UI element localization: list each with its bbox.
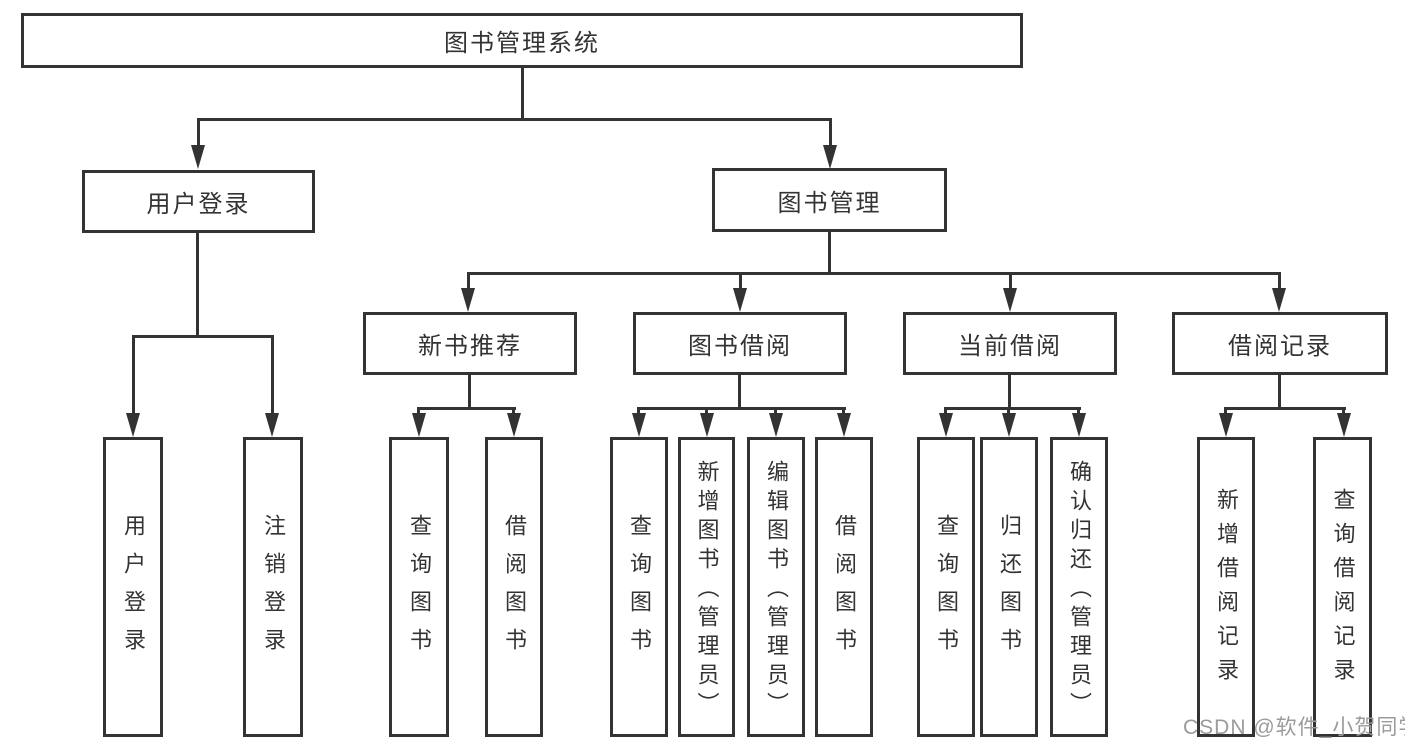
connector-to-rec-add <box>1224 407 1227 415</box>
arrowhead-borrow-records <box>1272 288 1286 312</box>
leaf-newbook-borrow: 借阅图书 <box>485 437 543 737</box>
arrowhead-current-borrow <box>1003 288 1017 312</box>
leaf-borrow-query-label: 查询图书 <box>627 514 652 666</box>
leaf-current-return: 归还图书 <box>980 437 1038 737</box>
node-borrow-records: 借阅记录 <box>1172 312 1388 375</box>
node-root: 图书管理系统 <box>21 13 1023 68</box>
connector-to-leaf-logout <box>271 335 274 414</box>
leaf-current-query-label: 查询图书 <box>934 514 959 666</box>
csdn-watermark: CSDN @软件_小贺同学 <box>1183 716 1405 739</box>
connector-to-current-borrow <box>1009 272 1012 290</box>
connector-bookborrow-stem <box>738 375 741 407</box>
leaf-logout-label: 注销登录 <box>261 514 286 666</box>
connector-to-cb-return <box>1007 407 1010 415</box>
arrowhead-bb-edit <box>769 413 783 437</box>
connector-currentborrow-crossbar <box>944 407 1081 410</box>
connector-records-crossbar <box>1224 407 1346 410</box>
connector-book-management-crossbar <box>467 272 1281 275</box>
connector-to-cb-query <box>944 407 947 415</box>
connector-to-newbook-query <box>417 407 420 415</box>
arrowhead-user-login <box>191 145 205 169</box>
connector-newbook-stem <box>468 375 471 407</box>
arrowhead-rec-query <box>1337 413 1351 437</box>
connector-to-bb-add <box>705 407 708 415</box>
node-book-management-label: 图书管理 <box>777 189 882 217</box>
connector-to-borrow-records <box>1278 272 1281 290</box>
node-book-borrow-label: 图书借阅 <box>688 333 792 360</box>
arrowhead-book-management <box>823 145 837 169</box>
arrowhead-rec-add <box>1219 413 1233 437</box>
leaf-borrow-borrow: 借阅图书 <box>815 437 873 737</box>
connector-to-newbook-borrow <box>512 407 515 415</box>
leaf-borrow-borrow-label: 借阅图书 <box>832 514 857 666</box>
arrowhead-leaf-logout <box>265 413 279 437</box>
connector-bookborrow-crossbar <box>637 407 846 410</box>
leaf-newbook-borrow-label: 借阅图书 <box>502 514 527 666</box>
arrowhead-new-book-recommend <box>461 288 475 312</box>
node-book-borrow: 图书借阅 <box>633 312 847 375</box>
arrowhead-cb-confirm <box>1072 413 1086 437</box>
connector-to-leaf-user-login <box>132 335 135 414</box>
arrowhead-newbook-query <box>412 413 426 437</box>
connector-to-book-borrow <box>739 272 742 290</box>
leaf-newbook-query: 查询图书 <box>389 437 449 737</box>
node-current-borrow-label: 当前借阅 <box>958 333 1062 360</box>
leaf-current-return-label: 归还图书 <box>997 514 1022 666</box>
connector-root-stem <box>521 68 524 118</box>
arrowhead-bb-add <box>700 413 714 437</box>
node-user-login-label: 用户登录 <box>146 191 251 218</box>
node-user-login: 用户登录 <box>82 170 315 233</box>
arrowhead-book-borrow <box>733 288 747 312</box>
leaf-borrow-add-admin-label: 新增图书（管理员） <box>694 459 720 721</box>
connector-records-stem <box>1278 375 1281 407</box>
arrowhead-bb-query <box>632 413 646 437</box>
node-borrow-records-label: 借阅记录 <box>1228 333 1332 360</box>
leaf-newbook-query-label: 查询图书 <box>407 514 432 666</box>
leaf-user-login: 用户登录 <box>103 437 163 737</box>
connector-newbook-crossbar <box>417 407 516 410</box>
leaf-current-confirm-admin-label: 确认归还（管理员） <box>1067 459 1092 721</box>
connector-to-rec-query <box>1342 407 1345 415</box>
arrowhead-newbook-borrow <box>507 413 521 437</box>
leaf-borrow-edit-admin-label: 编辑图书（管理员） <box>764 459 789 721</box>
leaf-record-query: 查询借阅记录 <box>1313 437 1372 737</box>
arrowhead-leaf-user-login <box>126 413 140 437</box>
node-new-book-recommend: 新书推荐 <box>363 312 577 375</box>
connector-root-to-user-login <box>197 118 200 147</box>
node-root-label: 图书管理系统 <box>444 30 600 57</box>
node-new-book-recommend-label: 新书推荐 <box>418 333 522 360</box>
leaf-record-add-label: 新增借阅记录 <box>1214 488 1239 692</box>
connector-to-bb-borrow <box>842 407 845 415</box>
leaf-record-query-label: 查询借阅记录 <box>1330 488 1356 692</box>
arrowhead-bb-borrow <box>837 413 851 437</box>
connector-user-login-stem <box>196 233 199 335</box>
connector-to-cb-confirm <box>1077 407 1080 415</box>
arrowhead-cb-return <box>1002 413 1016 437</box>
connector-book-management-stem <box>828 232 831 272</box>
leaf-current-query: 查询图书 <box>917 437 975 737</box>
leaf-borrow-query: 查询图书 <box>610 437 668 737</box>
connector-root-crossbar <box>197 118 832 121</box>
leaf-record-add: 新增借阅记录 <box>1197 437 1255 737</box>
arrowhead-cb-query <box>939 413 953 437</box>
leaf-current-confirm-admin: 确认归还（管理员） <box>1050 437 1108 737</box>
leaf-logout: 注销登录 <box>243 437 303 737</box>
connector-root-to-book-management <box>829 118 832 147</box>
leaf-borrow-edit-admin: 编辑图书（管理员） <box>747 437 805 737</box>
connector-currentborrow-stem <box>1008 375 1011 407</box>
leaf-borrow-add-admin: 新增图书（管理员） <box>678 437 735 737</box>
connector-to-bb-query <box>637 407 640 415</box>
connector-user-login-crossbar <box>132 335 274 338</box>
connector-to-bb-edit <box>774 407 777 415</box>
connector-to-new-book-recommend <box>467 272 470 290</box>
node-current-borrow: 当前借阅 <box>903 312 1117 375</box>
node-book-management: 图书管理 <box>712 168 947 232</box>
leaf-user-login-label: 用户登录 <box>121 514 146 666</box>
